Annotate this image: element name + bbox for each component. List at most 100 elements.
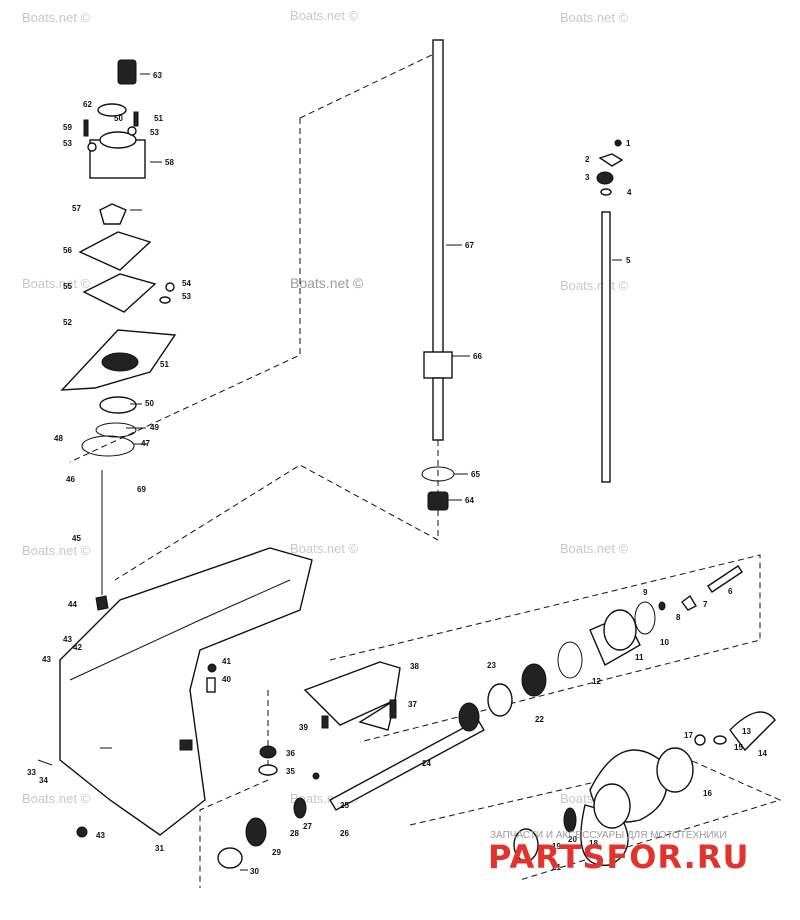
- callout-3: 3: [585, 173, 590, 182]
- dashed-line: [199, 690, 269, 888]
- screw-head-part: [165, 282, 175, 292]
- callout-42: 42: [73, 643, 82, 652]
- o-ring-part: [557, 641, 583, 679]
- water-tube-grommet-part: [259, 745, 277, 759]
- screw-part: [83, 119, 89, 137]
- shift-clip-part: [598, 153, 624, 167]
- callout-27: 27: [303, 822, 312, 831]
- callout-34: 34: [39, 776, 48, 785]
- callout-labels: 1 2 3 4 5 6 7 8 9 10 11 12 13 14 15 16 1…: [27, 71, 767, 876]
- thrust-washer-part: [513, 828, 539, 862]
- housing-plug-part: [179, 739, 193, 751]
- callout-43c: 43: [42, 655, 51, 664]
- bearing-carrier-face: [603, 609, 637, 651]
- carrier-o-ring-part: [634, 601, 656, 635]
- shaft-bearing-part: [423, 351, 453, 379]
- pump-base-hub: [101, 352, 139, 372]
- callout-20: 20: [568, 835, 577, 844]
- callout-16: 16: [703, 789, 712, 798]
- callout-23: 23: [487, 661, 496, 670]
- cover-screw-part: [321, 715, 329, 729]
- anode-cover-part: [303, 661, 401, 726]
- callout-22: 22: [535, 715, 544, 724]
- dashed-line: [409, 759, 782, 881]
- trim-tab-screw-part: [76, 826, 88, 838]
- propeller-thrust-hub-part: [656, 747, 694, 793]
- shift-coupler-part: [95, 595, 109, 611]
- pinion-cup-part: [217, 847, 243, 869]
- callout-53a: 53: [63, 139, 72, 148]
- callout-67: 67: [465, 241, 474, 250]
- callout-48: 48: [54, 434, 63, 443]
- callout-65: 65: [471, 470, 480, 479]
- callout-51b: 51: [154, 114, 163, 123]
- callout-38: 38: [410, 662, 419, 671]
- callout-24: 24: [422, 759, 431, 768]
- stud-nut-part: [207, 663, 217, 673]
- callout-63: 63: [153, 71, 162, 80]
- callout-53b: 53: [150, 128, 159, 137]
- drive-shaft-part: [432, 39, 444, 361]
- cover-screw-part: [389, 699, 397, 719]
- shift-rod-assembly: [596, 139, 624, 483]
- brand-name: PARTSFOR.RU: [488, 838, 749, 876]
- screw-part: [133, 111, 139, 127]
- propeller-nut-cone-part: [729, 711, 776, 752]
- callout-39: 39: [299, 723, 308, 732]
- watermark: Boats.net ©: [290, 275, 364, 291]
- propeller-assembly: [513, 711, 776, 866]
- forward-gear-part: [458, 702, 480, 732]
- callout-58: 58: [165, 158, 174, 167]
- carrier-retainer-part: [681, 594, 697, 611]
- callout-18: 18: [589, 839, 598, 848]
- nut-part: [694, 734, 706, 746]
- callout-37: 37: [408, 700, 417, 709]
- pinion-bearing-part: [245, 817, 267, 847]
- watermark: Boats.net ©: [560, 541, 629, 556]
- callout-5: 5: [626, 256, 631, 265]
- callout-15: 15: [734, 743, 743, 752]
- seal-part: [97, 103, 127, 117]
- callout-13: 13: [742, 727, 751, 736]
- washer-part: [127, 126, 137, 136]
- propeller-hub-part: [593, 783, 631, 829]
- water-tube-seal-part: [258, 764, 278, 776]
- gear-housing-assembly: [37, 470, 313, 838]
- callout-51a: 51: [160, 360, 169, 369]
- callout-50b: 50: [114, 114, 123, 123]
- leader-lines: [100, 73, 622, 871]
- o-ring-part: [95, 422, 137, 438]
- pump-housing-top: [99, 131, 137, 149]
- callout-31: 31: [155, 844, 164, 853]
- gasket-plate-part: [78, 231, 152, 271]
- brand-tagline: ЗАПЧАСТИ И АКСЕССУАРЫ ДЛЯ МОТОТЕХНИКИ: [490, 830, 727, 841]
- callout-2: 2: [585, 155, 590, 164]
- propeller-shaft-part: [329, 719, 485, 811]
- callout-41: 41: [222, 657, 231, 666]
- wear-plate-part: [82, 273, 157, 313]
- impeller-part: [99, 203, 127, 225]
- watermark: Boats.net ©: [22, 543, 91, 558]
- callout-54: 54: [182, 279, 191, 288]
- drive-shaft-lower-part: [432, 377, 444, 441]
- washer-part: [159, 296, 171, 304]
- reverse-gear-part: [521, 663, 547, 697]
- callout-17: 17: [684, 731, 693, 740]
- carrier-bolt-part: [707, 565, 743, 593]
- cover-assembly: [303, 661, 401, 731]
- callout-66: 66: [473, 352, 482, 361]
- callout-49: 49: [150, 423, 159, 432]
- watermark: Boats.net ©: [22, 791, 91, 806]
- prop-shaft-assembly: [217, 565, 743, 869]
- callout-1: 1: [626, 139, 631, 148]
- watermark: Boats.net ©: [560, 10, 629, 25]
- spacer-part: [563, 807, 577, 833]
- shift-seal-part: [600, 188, 612, 196]
- callout-45: 45: [72, 534, 81, 543]
- dashed-line: [114, 400, 439, 581]
- callout-43b: 43: [96, 831, 105, 840]
- gasket-ring-part: [81, 435, 135, 457]
- callout-57: 57: [72, 204, 81, 213]
- shaft-bushing-part: [427, 491, 449, 511]
- watermark: Boats.net ©: [22, 276, 91, 291]
